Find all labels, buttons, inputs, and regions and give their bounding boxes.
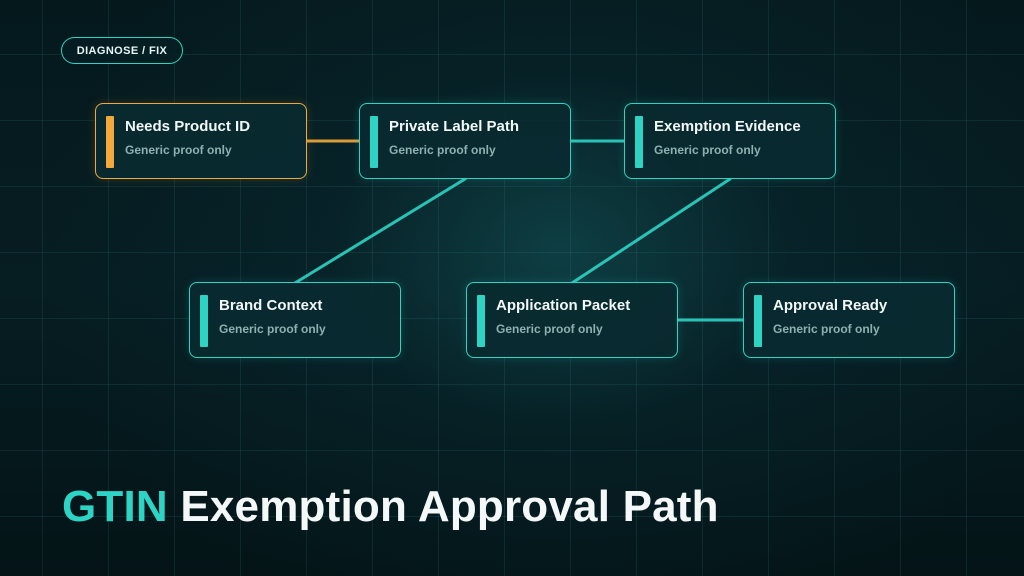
- node-application-packet[interactable]: Application Packet Generic proof only: [466, 282, 678, 358]
- node-subtitle: Generic proof only: [125, 143, 232, 157]
- page-title-rest: Exemption Approval Path: [180, 482, 719, 531]
- status-bar: [477, 295, 485, 347]
- node-brand-context[interactable]: Brand Context Generic proof only: [189, 282, 401, 358]
- node-title: Needs Product ID: [125, 118, 251, 135]
- node-title: Exemption Evidence: [654, 118, 801, 135]
- node-subtitle: Generic proof only: [773, 322, 880, 336]
- link-private-label-path-to-brand-context: [293, 177, 467, 285]
- page-title-accent: GTIN: [62, 482, 168, 531]
- node-private-label-path[interactable]: Private Label Path Generic proof only: [359, 103, 571, 179]
- node-subtitle: Generic proof only: [654, 143, 761, 157]
- node-needs-product-id[interactable]: Needs Product ID Generic proof only: [95, 103, 307, 179]
- mode-badge: DIAGNOSE / FIX: [61, 37, 183, 64]
- status-bar: [370, 116, 378, 168]
- status-bar: [200, 295, 208, 347]
- page-title: GTIN Exemption Approval Path: [62, 482, 719, 532]
- status-bar: [635, 116, 643, 168]
- node-subtitle: Generic proof only: [219, 322, 326, 336]
- node-title: Private Label Path: [389, 118, 520, 135]
- status-bar: [106, 116, 114, 168]
- node-subtitle: Generic proof only: [496, 322, 603, 336]
- node-title: Brand Context: [219, 297, 323, 314]
- node-title: Application Packet: [496, 297, 631, 314]
- status-bar: [754, 295, 762, 347]
- node-title: Approval Ready: [773, 297, 888, 314]
- link-exemption-evidence-to-application-packet: [570, 177, 732, 285]
- node-subtitle: Generic proof only: [389, 143, 496, 157]
- node-approval-ready[interactable]: Approval Ready Generic proof only: [743, 282, 955, 358]
- node-exemption-evidence[interactable]: Exemption Evidence Generic proof only: [624, 103, 836, 179]
